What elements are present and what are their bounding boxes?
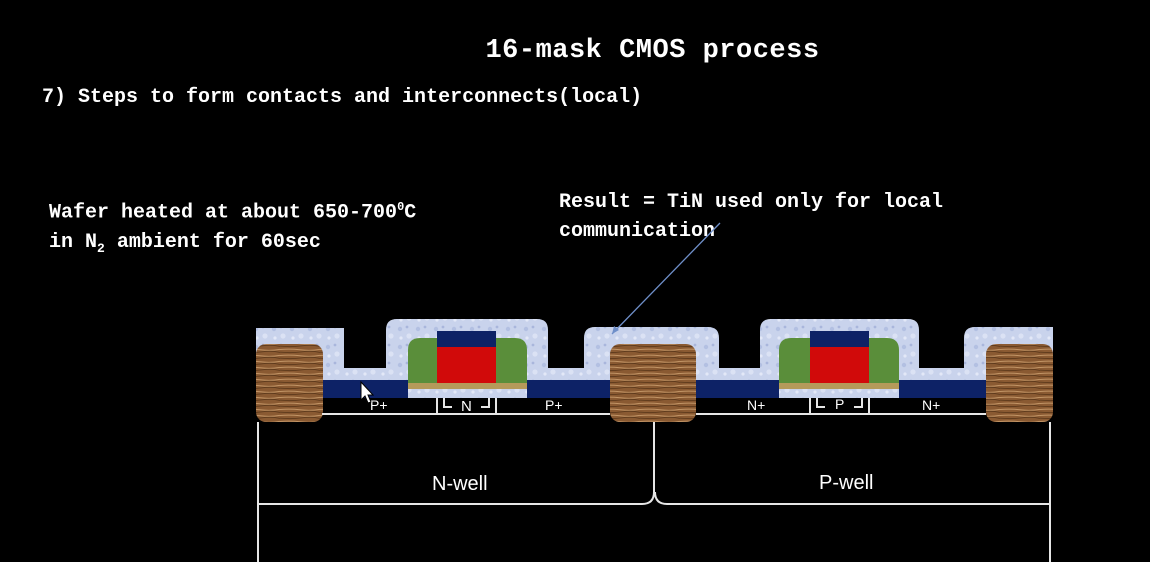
label-n-channel: N <box>461 398 472 415</box>
result-line-1: Result = TiN used only for local <box>559 191 944 214</box>
gate-silicide-nmos <box>810 331 869 347</box>
label-n-well: N-well <box>432 473 488 495</box>
label-pplus-2: P+ <box>545 397 563 413</box>
annotation-pointer-arrowhead <box>612 326 619 334</box>
result-note: Result = TiN used only for local communi… <box>559 188 943 246</box>
result-line-2: communication <box>559 220 716 243</box>
gate-oxide-pmos <box>408 383 527 389</box>
field-oxide-1 <box>256 344 323 422</box>
gate-poly-nmos <box>810 345 869 383</box>
step-heading: 7) Steps to form contacts and interconne… <box>42 86 643 109</box>
label-nplus-1: N+ <box>747 397 765 413</box>
label-nplus-2: N+ <box>922 397 940 413</box>
silicide-nplus-2 <box>899 380 987 398</box>
silicide-nplus-1 <box>695 380 779 398</box>
field-oxide-3 <box>986 344 1053 422</box>
process-condition-line-1: Wafer heated at about 650-7000C <box>49 200 417 225</box>
well-outlines <box>257 398 1051 562</box>
slide-title: 16-mask CMOS process <box>485 36 820 66</box>
mouse-cursor-icon <box>360 380 375 404</box>
label-pplus-1: P+ <box>370 397 388 413</box>
silicide-pplus-2 <box>527 380 611 398</box>
process-condition-line-2: in N2 ambient for 60sec <box>49 230 321 256</box>
annotation-pointer-line <box>611 222 721 335</box>
label-p-channel: P <box>835 396 844 412</box>
label-p-well: P-well <box>819 472 873 494</box>
field-oxide-2 <box>610 344 696 422</box>
gate-poly-pmos <box>437 345 496 383</box>
gate-oxide-nmos <box>779 383 899 389</box>
process-condition-note: Wafer heated at about 650-7000C in N2 am… <box>49 193 416 263</box>
gate-silicide-pmos <box>437 331 496 347</box>
